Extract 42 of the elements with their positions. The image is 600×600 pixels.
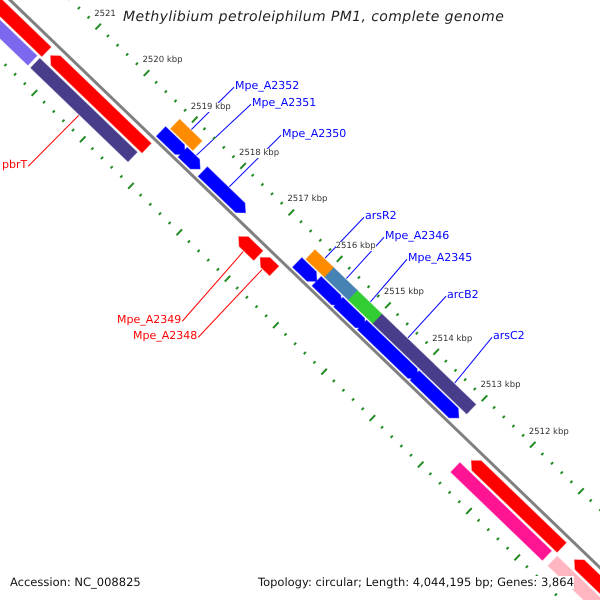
gene-feature <box>170 118 203 151</box>
gene-feature <box>324 267 358 301</box>
gene-feature <box>260 257 280 276</box>
gene-label: Mpe_A2350 <box>282 128 346 140</box>
gene-label: pbrT <box>2 159 28 172</box>
gene-label: Mpe_A2348 <box>133 330 198 342</box>
gene-label: Mpe_A2345 <box>408 252 472 264</box>
gene-label: Mpe_A2351 <box>252 97 316 110</box>
gene-label: arsC2 <box>493 330 525 342</box>
leader-line <box>370 258 408 302</box>
scale-label: 2521 <box>94 10 116 19</box>
gene-feature <box>348 290 383 324</box>
footer-text: Accession: NC_008825 <box>10 576 141 589</box>
gene-label: arcB2 <box>447 289 479 302</box>
scale-label: 2514 kbp <box>432 334 472 344</box>
gene-label: Mpe_A2349 <box>117 314 182 326</box>
leader-line <box>346 236 384 280</box>
scale-label: 2517 kbp <box>287 195 328 205</box>
scale-label: 2512 kbp <box>528 428 569 438</box>
gene-feature <box>178 146 201 170</box>
gene-feature <box>198 166 246 214</box>
gene-feature <box>422 362 476 414</box>
gene-feature <box>238 236 264 261</box>
leader-line <box>196 104 252 156</box>
gene-label: arsR2 <box>365 210 397 222</box>
leader-line <box>454 336 492 384</box>
gene-label: Mpe_A2352 <box>235 80 300 92</box>
scale-label: 2513 kbp <box>480 381 521 391</box>
scale-label: 2515 kbp <box>384 288 424 298</box>
map-title: Methylibium petroleiphilum PM1, complete genome <box>123 10 504 26</box>
gene-feature <box>30 58 138 162</box>
scale-label: 2518 kbp <box>239 148 280 158</box>
leader-line <box>198 269 263 338</box>
scale-label: 2520 kbp <box>142 56 183 66</box>
footer-text: Topology: circular; Length: 4,044,195 bp; Genes: 3,864 <box>258 576 574 589</box>
gene-feature <box>305 249 334 278</box>
scale-label: 2516 kbp <box>336 242 376 252</box>
gene-label: Mpe_A2346 <box>385 230 450 242</box>
leader-line <box>324 216 364 259</box>
gene-feature <box>372 314 434 373</box>
leader-line <box>182 251 244 322</box>
leader-line <box>407 296 446 338</box>
